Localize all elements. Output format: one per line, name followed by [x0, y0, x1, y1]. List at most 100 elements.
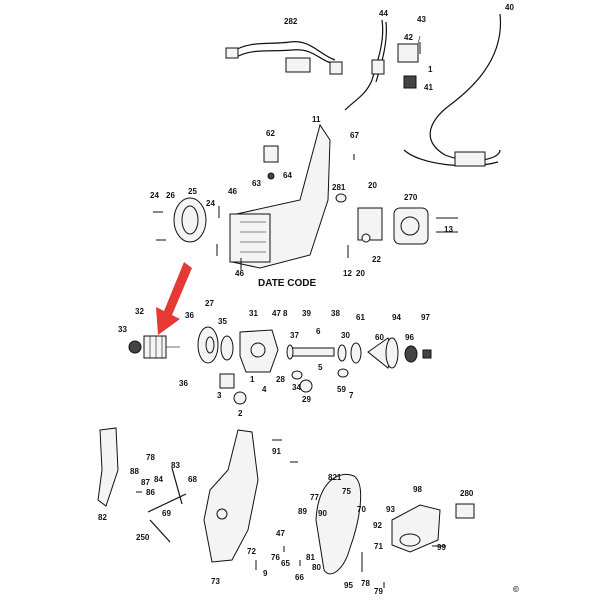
part-number: 66 [295, 573, 304, 582]
part-number: 60 [375, 333, 384, 342]
part-number: 13 [444, 225, 453, 234]
part-number: 282 [284, 17, 298, 26]
part-number: 77 [310, 493, 319, 502]
part-number: 20 [356, 269, 365, 278]
part-number: 92 [373, 521, 382, 530]
part-number: 34 [292, 383, 301, 392]
part-number: 36 [179, 379, 188, 388]
bracket-20 [357, 207, 383, 243]
part-number: 8 [283, 309, 288, 318]
part-number: 36 [185, 311, 194, 320]
part-number: 28 [276, 375, 285, 384]
washer-281 [335, 193, 347, 203]
part-number: 35 [218, 317, 227, 326]
part-number: 24 [206, 199, 215, 208]
baffle-27 [197, 326, 219, 364]
part-number: 65 [281, 559, 290, 568]
part-number: 280 [460, 489, 474, 498]
part-number: 2 [238, 409, 243, 418]
part-number: 68 [188, 475, 197, 484]
part-number: 87 [141, 478, 150, 487]
part-number: 1 [428, 65, 433, 74]
part-number: 12 [343, 269, 352, 278]
guard-821 [315, 474, 362, 575]
power-cord-40 [403, 13, 502, 167]
screws-bottom [136, 439, 446, 588]
part-number: 41 [424, 83, 433, 92]
part-number: 79 [374, 587, 383, 596]
main-housing-73 [203, 429, 259, 563]
highlight-arrow [156, 262, 192, 335]
part-number: 83 [171, 461, 180, 470]
part-number: 37 [290, 331, 299, 340]
part-number: 78 [361, 579, 370, 588]
washer-34 [291, 370, 303, 380]
ring-29 [299, 379, 313, 393]
part-number: 22 [372, 255, 381, 264]
part-number: 67 [350, 131, 359, 140]
part-number: 38 [331, 309, 340, 318]
part-number: 72 [247, 547, 256, 556]
part-number: 31 [249, 309, 258, 318]
part-number: 71 [374, 542, 383, 551]
blade-guard-93 [391, 504, 441, 553]
part-number: 250 [136, 533, 150, 542]
bearings-38 [337, 342, 362, 364]
part-number: 91 [272, 447, 281, 456]
part-number: 98 [413, 485, 422, 494]
part-number: 46 [228, 187, 237, 196]
part-number: 43 [417, 15, 426, 24]
part-number: 47 [272, 309, 281, 318]
part-number: 73 [211, 577, 220, 586]
part-number: 96 [405, 333, 414, 342]
bushing-2 [233, 391, 247, 405]
part-number: 93 [386, 505, 395, 514]
part-number: 70 [357, 505, 366, 514]
part-number: 81 [306, 553, 315, 562]
part-number: 5 [318, 363, 323, 372]
part-number: 4 [262, 385, 267, 394]
part-number: 69 [162, 509, 171, 518]
part-number: 20 [368, 181, 377, 190]
part-number: 80 [312, 563, 321, 572]
spindle-37 [286, 344, 335, 360]
screws-top [153, 42, 458, 270]
handle-82 [97, 427, 119, 507]
flange-60 [367, 337, 399, 369]
gear-case-270 [393, 207, 429, 245]
part-number: 64 [283, 171, 292, 180]
part-number: 75 [342, 487, 351, 496]
motor-housing-11 [229, 123, 331, 269]
part-number: 76 [271, 553, 280, 562]
part-number: 89 [298, 507, 307, 516]
part-number: 29 [302, 395, 311, 404]
gear-59 [337, 368, 349, 378]
part-number: 39 [302, 309, 311, 318]
part-number: 94 [392, 313, 401, 322]
nut-96 [404, 345, 432, 363]
part-number: 86 [146, 488, 155, 497]
part-number: 47 [276, 529, 285, 538]
part-number: 40 [505, 3, 514, 12]
fan-baffle-25 [173, 197, 207, 243]
part-number: 61 [356, 313, 365, 322]
part-number: 24 [150, 191, 159, 200]
part-number: 44 [379, 9, 388, 18]
switch-42 [397, 35, 421, 89]
part-number: 82 [98, 513, 107, 522]
wire-harness-44 [344, 19, 387, 111]
gear-case-31 [239, 329, 279, 373]
part-number: 97 [421, 313, 430, 322]
part-number: 27 [205, 299, 214, 308]
part-number: 78 [146, 453, 155, 462]
part-number: 7 [349, 391, 354, 400]
gear-35 [220, 335, 234, 361]
part-number: 25 [188, 187, 197, 196]
plate-3 [219, 373, 235, 389]
part-number: 59 [337, 385, 346, 394]
part-number: 6 [316, 327, 321, 336]
armature-32 [128, 335, 180, 359]
part-number: 270 [404, 193, 418, 202]
part-number: 33 [118, 325, 127, 334]
